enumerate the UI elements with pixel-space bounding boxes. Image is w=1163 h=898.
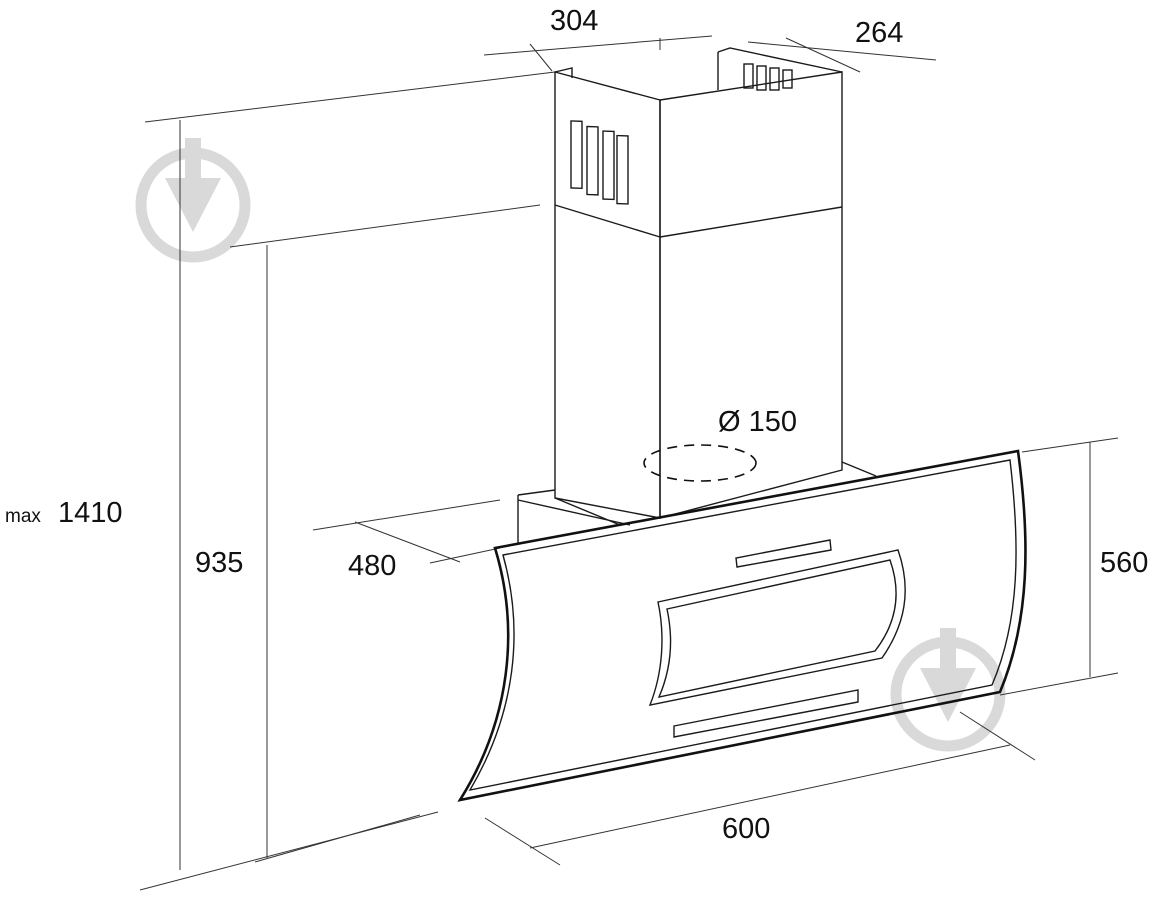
duct-outlet [643, 444, 757, 482]
max-height-prefix: max [5, 506, 41, 527]
panel-height-label: 560 [1100, 547, 1148, 579]
width-label: 600 [722, 813, 770, 845]
duct-diameter-label: Ø 150 [718, 406, 797, 438]
max-height-label: 1410 [58, 497, 123, 529]
motor-housing [517, 461, 877, 545]
watermark-logo-icon [135, 138, 251, 263]
min-height-label: 935 [195, 547, 243, 579]
hood-depth-label: 480 [348, 550, 396, 582]
chimney [554, 47, 843, 519]
dimension-lines [139, 35, 1119, 891]
chimney-width-label: 304 [550, 5, 598, 37]
chimney-depth-label: 264 [855, 17, 903, 49]
watermark-logo-icon [890, 628, 1006, 752]
glass-panel [457, 449, 1027, 802]
